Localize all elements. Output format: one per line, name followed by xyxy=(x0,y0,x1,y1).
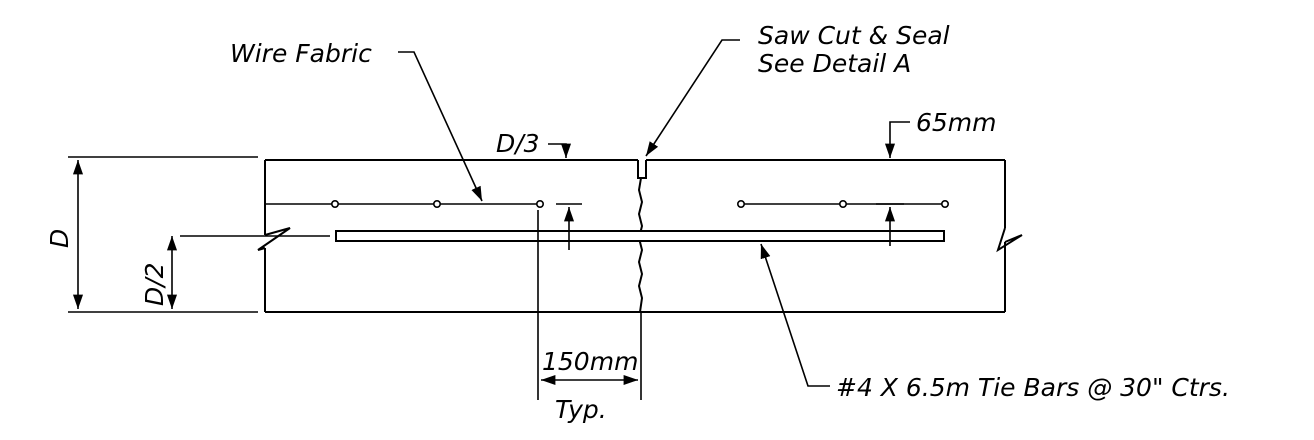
depth-label: D xyxy=(45,229,74,248)
saw-cut-leader xyxy=(645,39,740,157)
wire-fabric-right xyxy=(736,200,949,209)
right-break-line xyxy=(996,160,1023,312)
d-third-label: D/3 xyxy=(496,129,540,158)
wire-fabric-left xyxy=(265,200,544,209)
dimension-d xyxy=(68,156,258,313)
saw-cut-notch xyxy=(637,160,647,179)
wire-fabric-leader xyxy=(398,51,483,202)
left-break-line xyxy=(257,160,291,312)
wire-depth-dimension-left xyxy=(556,203,582,250)
typical-label: Typ. xyxy=(555,395,607,424)
joint-crack-line xyxy=(637,177,644,313)
cover-65mm-leader xyxy=(876,121,910,246)
half-depth-label: D/2 xyxy=(140,262,169,306)
tie-bars-label: #4 X 6.5m Tie Bars @ 30" Ctrs. xyxy=(836,373,1230,402)
tie-bar xyxy=(335,230,945,242)
d-third-leader xyxy=(548,143,572,158)
tie-bar-leader xyxy=(760,243,830,387)
saw-cut-detail-label: See Detail A xyxy=(758,49,911,78)
spacing-150mm-dimension xyxy=(537,210,642,400)
saw-cut-label: Saw Cut & Seal xyxy=(758,21,950,50)
slab-outline xyxy=(265,159,1005,313)
wire-fabric-label: Wire Fabric xyxy=(230,39,372,68)
spacing-150mm-label: 150mm xyxy=(542,347,638,376)
cover-65mm-label: 65mm xyxy=(916,108,997,137)
